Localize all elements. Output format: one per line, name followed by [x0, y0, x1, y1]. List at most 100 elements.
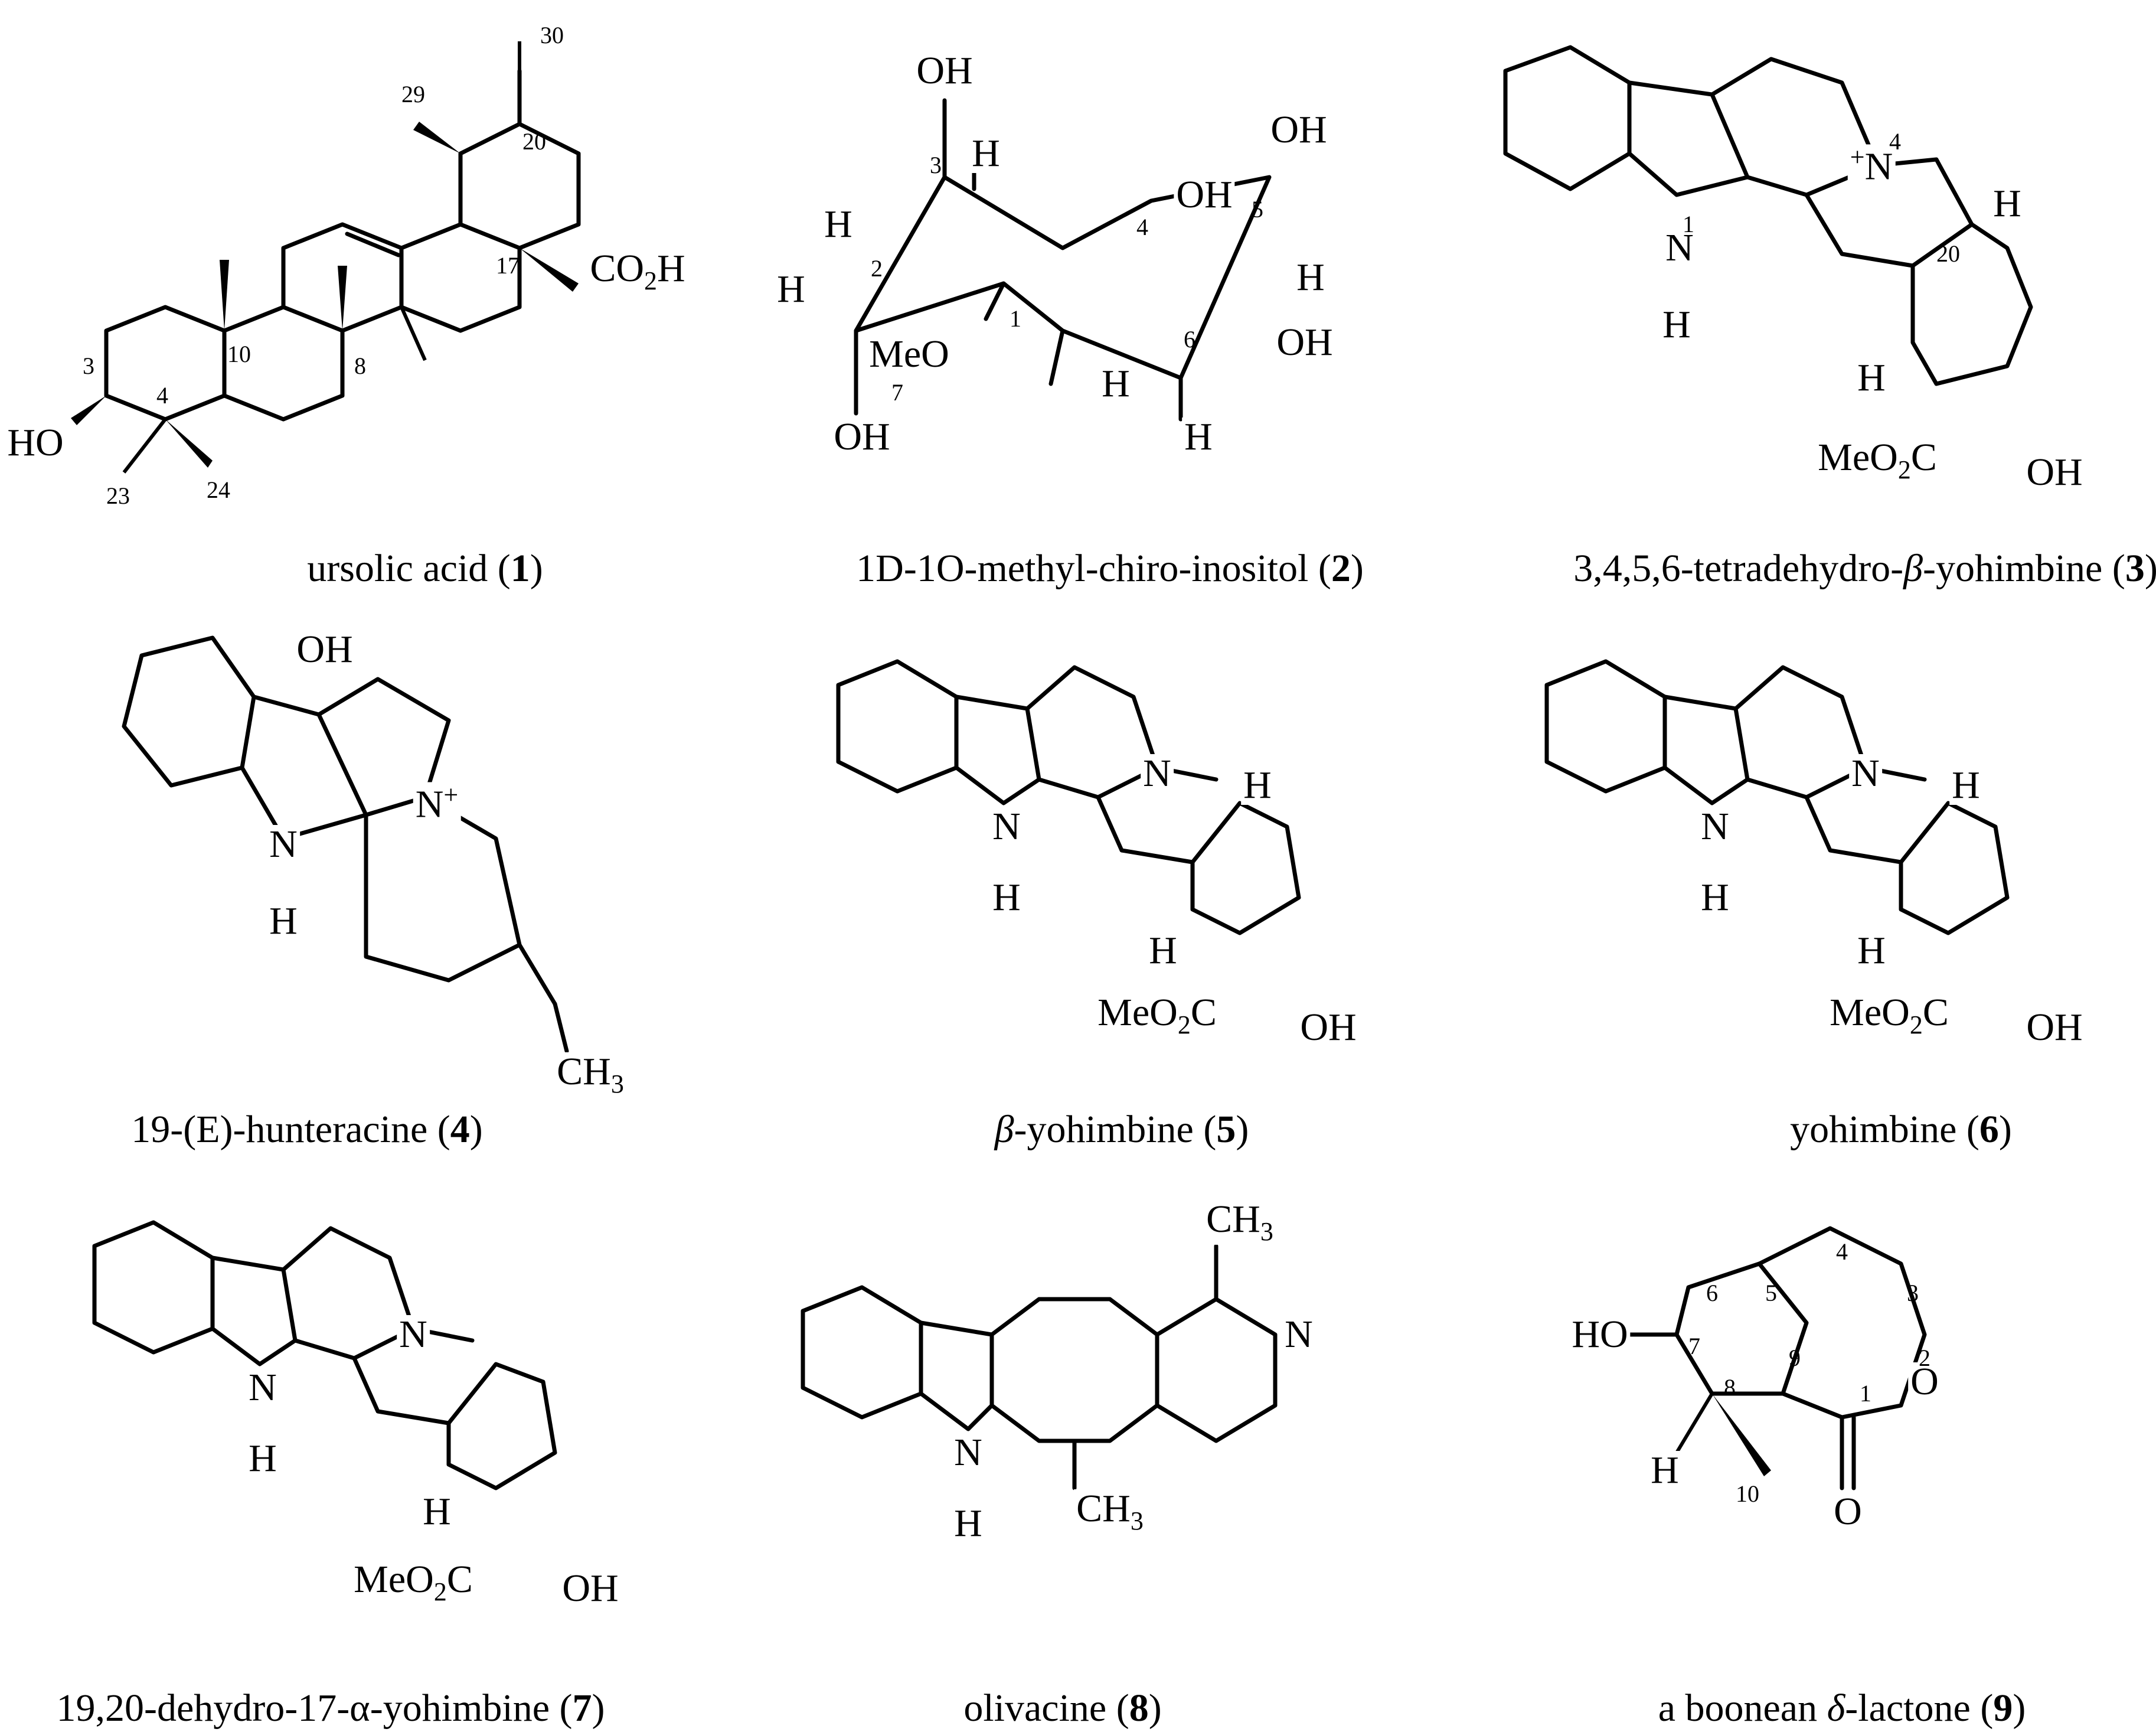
h-label: H	[775, 270, 808, 309]
h-label: H	[1698, 878, 1732, 917]
oh-label: OH	[2024, 1008, 2085, 1047]
c9-num-9: 9	[1789, 1345, 1801, 1371]
compound-3-structure: +N N H H H OH MeO2C 1 4 20 3,4,5,6-tetra…	[1417, 0, 2156, 588]
c1-num-24: 24	[207, 477, 230, 503]
compound-2-caption: 1D-1O-methyl-chiro-inositol (2)	[856, 547, 1364, 590]
c1-num-23: 23	[106, 482, 130, 509]
compound-7-skeleton	[92, 1220, 557, 1490]
oh-label: OH	[1268, 110, 1329, 149]
ho-label: HO	[1569, 1315, 1631, 1354]
compound-6-structure: N N H H H MeO2C OH yohimbine (6)	[1417, 591, 2156, 1157]
c1-num-29: 29	[401, 81, 425, 107]
h-label: H	[1146, 931, 1180, 970]
compound-5-structure: N N H H H MeO2C OH β-yohimbine (5)	[708, 591, 1417, 1157]
h-label: H	[952, 1504, 985, 1543]
h-label: H	[969, 134, 1002, 173]
h-label: H	[246, 1439, 279, 1478]
oh-label: OH	[831, 417, 893, 456]
c2-num-1: 1	[1010, 305, 1021, 332]
nplus-label: N+	[413, 782, 461, 824]
meo2c-label: MeO2C	[1095, 993, 1219, 1039]
ch3-label: CH3	[554, 1052, 626, 1098]
n-label: N	[1141, 754, 1174, 793]
n-label: N	[952, 1433, 985, 1472]
ho-label: HO	[5, 423, 66, 462]
c9-num-3: 3	[1907, 1280, 1919, 1306]
compound-6-caption: yohimbine (6)	[1790, 1108, 2012, 1151]
c2-num-3: 3	[930, 152, 942, 178]
c1-num-30: 30	[540, 22, 564, 48]
meo2c-label: MeO2C	[1815, 438, 1939, 484]
c9-num-8: 8	[1724, 1374, 1736, 1401]
n-label: N	[397, 1315, 430, 1354]
compound-8-caption: olivacine (8)	[963, 1687, 1162, 1730]
c2-num-2: 2	[871, 255, 883, 282]
compound-3-skeleton	[1503, 45, 2033, 386]
c9-num-1: 1	[1860, 1380, 1871, 1407]
ch3-label: CH3	[1074, 1489, 1146, 1535]
c9-num-4: 4	[1836, 1238, 1848, 1265]
co2h-label: CO2H	[587, 249, 688, 295]
oh-label: OH	[1274, 323, 1335, 362]
h-label: H	[1648, 1451, 1681, 1490]
oh-label: OH	[2024, 453, 2085, 492]
n-label: N	[246, 1368, 279, 1407]
compound-9-structure: HO O O H 1 2 3 4 5 6 7 8 9 10 a boonean …	[1417, 1157, 2156, 1732]
c1-num-17: 17	[496, 252, 520, 279]
meo2c-label: MeO2C	[1827, 993, 1951, 1039]
meo2c-label: MeO2C	[351, 1560, 475, 1606]
n-label: N	[267, 825, 300, 864]
compound-5-caption: β-yohimbine (5)	[994, 1108, 1249, 1151]
h-label: H	[1991, 184, 2024, 223]
o-label: O	[1831, 1492, 1864, 1531]
compound-5-skeleton	[836, 659, 1301, 935]
compound-7-caption: 19,20-dehydro-17-α-yohimbine (7)	[56, 1687, 605, 1730]
compound-8-skeleton	[801, 1244, 1278, 1490]
h-label: H	[1294, 258, 1327, 297]
c1-num-10: 10	[227, 341, 251, 367]
compound-4-caption: 19-(E)-hunteracine (4)	[131, 1108, 483, 1151]
h-label: H	[1949, 766, 1982, 805]
compound-9-caption: a boonean δ-lactone (9)	[1658, 1687, 2026, 1730]
c2-num-5: 5	[1252, 196, 1263, 223]
nplus-label: +N	[1847, 144, 1896, 187]
ch3-label: CH3	[1204, 1199, 1276, 1245]
oh-label: OH	[1298, 1008, 1359, 1047]
h-label: H	[990, 878, 1023, 917]
compound-4-structure: OH N+ N H CH3 19-(E)-hunteracine (4)	[0, 591, 708, 1157]
c1-num-8: 8	[354, 353, 366, 379]
n-label: N	[1282, 1315, 1315, 1354]
c1-num-3: 3	[83, 353, 94, 379]
compound-2-skeleton	[854, 98, 1272, 422]
o-label: O	[1908, 1362, 1941, 1401]
c1-num-20: 20	[522, 128, 546, 155]
oh-label: OH	[294, 630, 355, 669]
c9-num-6: 6	[1706, 1280, 1718, 1306]
c1-num-4: 4	[156, 382, 168, 409]
h-label: H	[1660, 305, 1693, 344]
n-label: N	[1663, 229, 1696, 268]
h-label: H	[822, 205, 855, 244]
h-label: H	[267, 902, 300, 941]
meo-label: MeO	[867, 335, 952, 374]
yoh-num-4: 4	[1889, 128, 1901, 155]
compound-6-skeleton	[1544, 659, 2010, 935]
oh-label: OH	[914, 51, 975, 90]
compound-2-structure: OH OH OH OH OH MeO H H H H H H 1 2 3 4 5…	[708, 0, 1417, 588]
c9-num-10: 10	[1736, 1480, 1759, 1507]
h-label: H	[420, 1492, 453, 1531]
h-label: H	[1855, 358, 1888, 397]
h-label: H	[1241, 766, 1274, 805]
c2-num-6: 6	[1184, 326, 1195, 353]
compound-8-structure: N H N CH3 CH3 olivacine (8)	[708, 1157, 1417, 1732]
h-label: H	[1182, 417, 1215, 456]
compound-1-caption: ursolic acid (1)	[307, 547, 543, 590]
compound-1-structure: HO CO2H 3 4 10 8 17 20 30 29 24 23 ursol…	[0, 0, 708, 588]
c2-num-4: 4	[1136, 214, 1148, 240]
n-label: N	[1849, 754, 1882, 793]
n-label: N	[1698, 807, 1732, 846]
compound-9-skeleton	[1627, 1226, 1927, 1490]
yoh-num-20: 20	[1936, 240, 1960, 267]
compound-7-structure: N N H H MeO2C OH 19,20-dehydro-17-α-yohi…	[0, 1157, 708, 1732]
oh-label: OH	[560, 1569, 621, 1608]
